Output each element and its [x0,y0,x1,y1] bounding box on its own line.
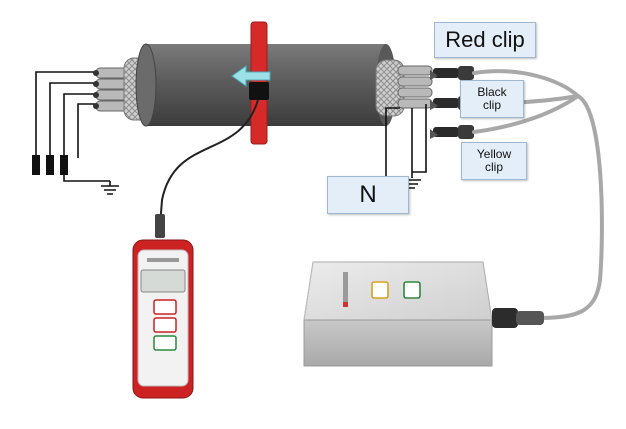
yellow-clip-label-line2: clip [484,160,503,174]
neutral-label: N [327,176,409,214]
clamp-lead [155,99,259,238]
box-connector [492,308,544,328]
ground-icon [101,185,119,195]
test-box [303,261,493,367]
red-clip-label: Red clip [434,22,536,58]
left-arrow-icon [231,65,271,87]
yellow-clip-label: Yellow clip [461,142,527,180]
left-terminals [32,155,68,175]
yellow-clip-label-line1: Yellow [476,147,512,162]
left-wiring [35,71,111,186]
black-clip-label: Black clip [460,80,524,118]
black-clip-label-line2: clip [482,98,501,112]
current-clamp [249,21,269,145]
yellow-clip [430,125,474,139]
right-wiring [385,104,427,178]
black-clip-label-line1: Black [477,85,507,100]
cable-right-end [375,59,433,117]
red-clip [430,66,474,80]
handheld-meter [132,239,194,399]
